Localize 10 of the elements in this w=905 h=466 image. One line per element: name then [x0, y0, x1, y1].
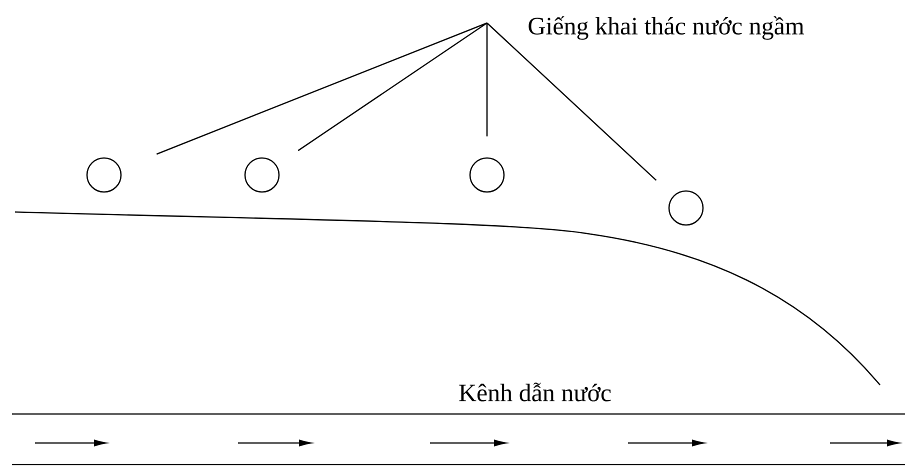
leader-line: [298, 22, 488, 152]
well-circle: [244, 157, 280, 193]
well-circle: [469, 157, 505, 193]
leader-line: [486, 22, 657, 181]
canal-label: Kênh dẫn nước: [459, 382, 611, 402]
leader-line: [486, 23, 488, 136]
callout-label: Giếng khai thác nước ngầm: [528, 16, 804, 40]
leader-line: [156, 22, 488, 155]
well-circle: [86, 157, 122, 193]
well-circle: [668, 190, 704, 226]
